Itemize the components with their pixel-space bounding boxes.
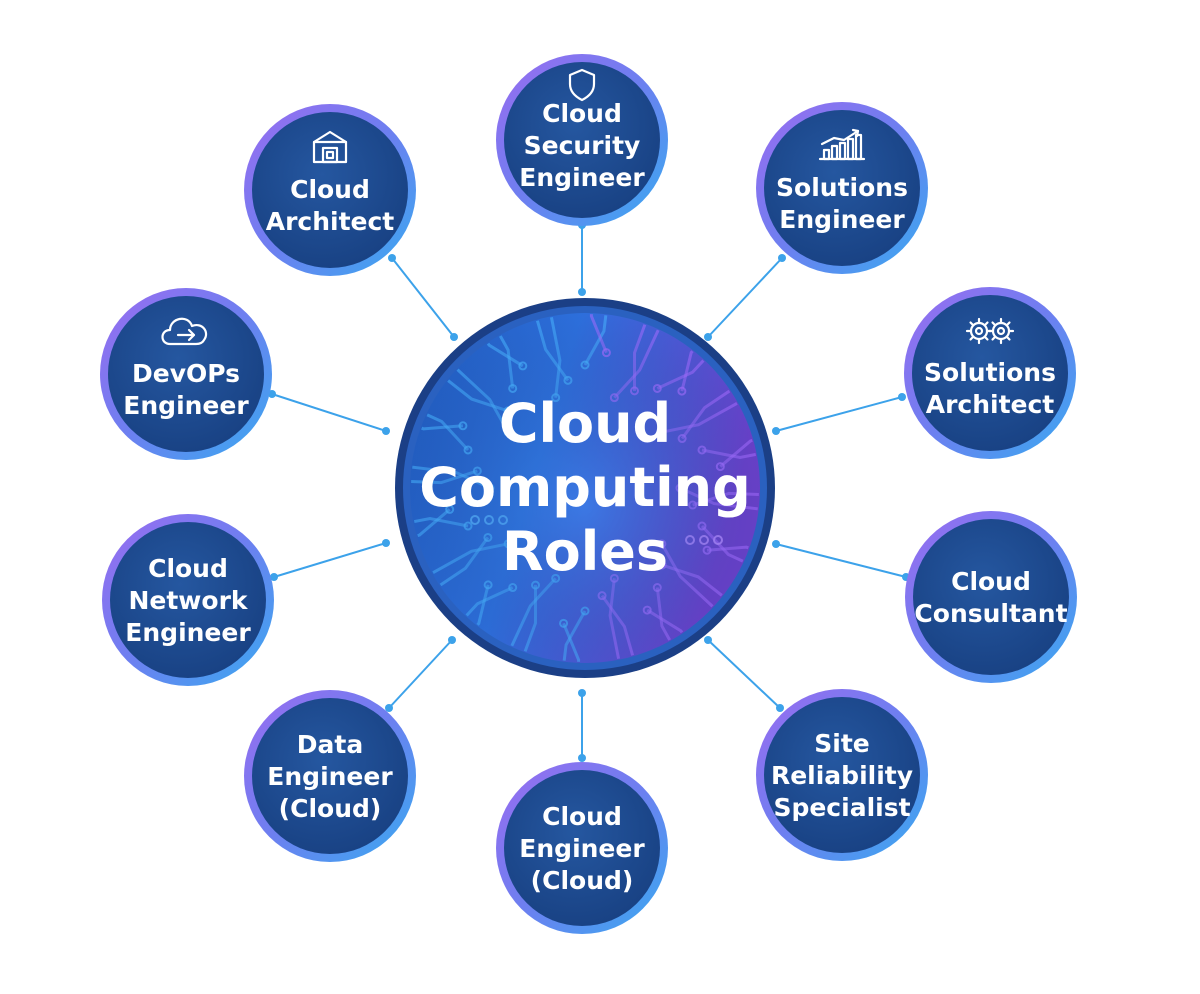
role-label-cloud-architect-line-1: Cloud [290, 175, 370, 204]
connector-lines [268, 221, 910, 762]
role-label-cloud-security-engineer-line-2: Security [524, 131, 641, 160]
shield-icon [568, 68, 596, 102]
connector-dot-cloud-consultant-inner [772, 540, 780, 548]
connector-dot-solutions-architect-outer [898, 393, 906, 401]
connector-cloud-network-engineer [273, 542, 387, 578]
connector-dot-solutions-engineer-inner [704, 333, 712, 341]
connector-dot-cloud-network-engineer-outer [270, 573, 278, 581]
role-node-face [252, 112, 408, 268]
connector-dot-cloud-engineer-inner [578, 689, 586, 697]
role-node-face [912, 295, 1068, 451]
connector-dot-data-engineer-inner [448, 636, 456, 644]
role-label-cloud-engineer-line-3: (Cloud) [531, 866, 634, 895]
center-title-line-3: Roles [502, 520, 668, 583]
role-label-cloud-engineer-line-2: Engineer [519, 834, 645, 863]
center-hub: Cloud Computing Roles [395, 298, 775, 678]
connector-solutions-architect [775, 396, 903, 432]
role-node-face [764, 697, 920, 853]
center-title-line-2: Computing [419, 456, 751, 519]
connector-cloud-consultant [775, 543, 907, 578]
role-node-face [913, 519, 1069, 675]
role-label-site-reliability-specialist-line-3: Specialist [773, 793, 910, 822]
bar-chart-icon [818, 128, 866, 161]
connector-dot-cloud-security-engineer-inner [578, 288, 586, 296]
connector-data-engineer [388, 639, 453, 709]
role-label-cloud-network-engineer-line-1: Cloud [148, 554, 228, 583]
connector-site-reliability-specialist [707, 639, 781, 709]
role-label-cloud-engineer-line-1: Cloud [542, 802, 622, 831]
role-label-data-engineer-line-1: Data [297, 730, 363, 759]
center-hub-glow [410, 313, 760, 663]
role-label-site-reliability-specialist-line-1: Site [814, 729, 869, 758]
role-node-face [108, 296, 264, 452]
role-label-site-reliability-specialist-line-2: Reliability [771, 761, 913, 790]
connector-dot-cloud-architect-outer [388, 254, 396, 262]
role-node-face [252, 698, 408, 854]
role-label-cloud-consultant-line-2: Consultant [914, 599, 1067, 628]
building-icon [312, 130, 348, 164]
connector-dot-solutions-architect-inner [772, 427, 780, 435]
role-label-cloud-security-engineer-line-3: Engineer [519, 163, 645, 192]
role-label-data-engineer-line-3: (Cloud) [279, 794, 382, 823]
role-label-solutions-engineer-line-1: Solutions [776, 173, 908, 202]
connector-dot-cloud-network-engineer-inner [382, 539, 390, 547]
role-label-cloud-architect-line-2: Architect [266, 207, 395, 236]
connector-dot-data-engineer-outer [385, 704, 393, 712]
role-label-cloud-network-engineer-line-2: Network [128, 586, 248, 615]
connector-dot-site-reliability-specialist-inner [704, 636, 712, 644]
role-node-face [110, 522, 266, 678]
role-label-data-engineer-line-2: Engineer [267, 762, 393, 791]
role-label-devops-engineer-line-1: DevOPs [132, 359, 240, 388]
role-label-solutions-architect-line-2: Architect [926, 390, 1055, 419]
center-title-line-1: Cloud [499, 392, 671, 455]
connector-dot-solutions-engineer-outer [778, 254, 786, 262]
role-label-devops-engineer-line-2: Engineer [123, 391, 249, 420]
role-node-face [764, 110, 920, 266]
role-label-solutions-architect-line-1: Solutions [924, 358, 1056, 387]
connector-solutions-engineer [707, 257, 783, 338]
connector-dot-site-reliability-specialist-outer [776, 704, 784, 712]
connector-devops-engineer [271, 393, 387, 432]
role-label-solutions-engineer-line-2: Engineer [779, 205, 905, 234]
connector-dot-cloud-architect-inner [450, 333, 458, 341]
role-label-cloud-consultant-line-1: Cloud [951, 567, 1031, 596]
role-node-face [504, 62, 660, 218]
role-node-face [504, 770, 660, 926]
connector-cloud-architect [391, 257, 455, 338]
gears-icon [965, 317, 1015, 345]
cloud-sync-icon [161, 317, 208, 346]
connector-dot-devops-engineer-inner [382, 427, 390, 435]
role-label-cloud-security-engineer-line-1: Cloud [542, 99, 622, 128]
role-label-cloud-network-engineer-line-3: Engineer [125, 618, 251, 647]
connector-dot-cloud-engineer-outer [578, 754, 586, 762]
